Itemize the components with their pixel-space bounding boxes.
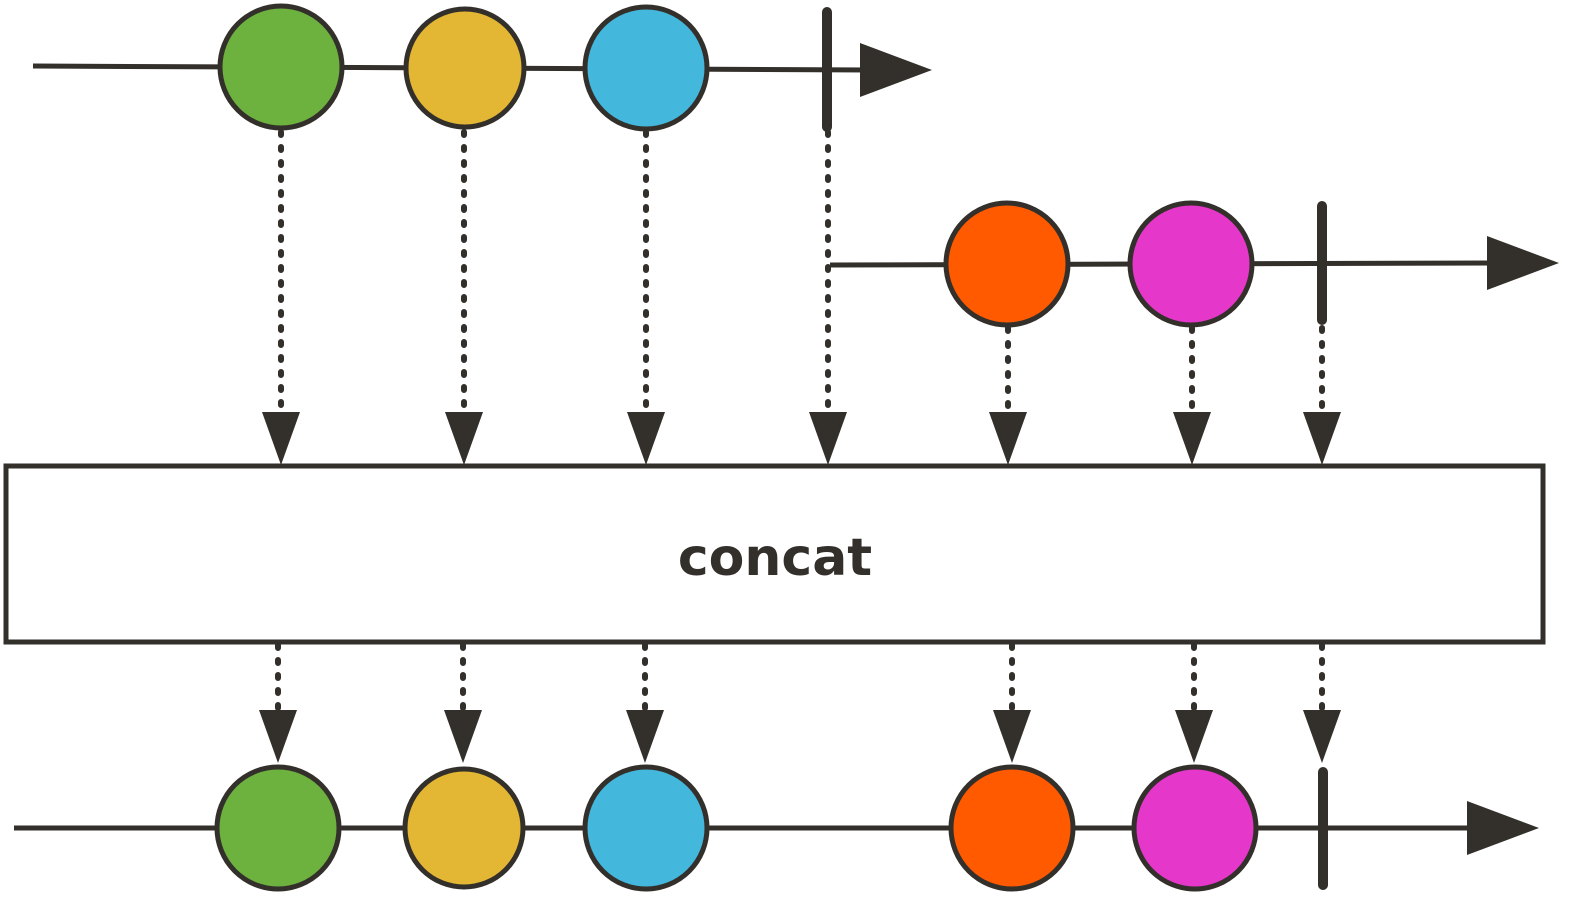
- output-arrow: [993, 642, 1031, 763]
- marble-magenta: [1131, 764, 1259, 892]
- input-arrow: [809, 129, 847, 465]
- first-source-stream: [32, 3, 932, 132]
- output-arrow: [1303, 642, 1341, 763]
- output-arrowhead: [1467, 801, 1539, 855]
- marble-orange: [943, 200, 1071, 328]
- first-source-arrowhead: [860, 43, 932, 97]
- marble-blue: [582, 764, 710, 892]
- output-arrow: [1175, 642, 1213, 763]
- marble-orange: [948, 764, 1076, 892]
- input-arrows: [262, 129, 1341, 465]
- operator-rect: [3, 463, 1546, 645]
- second-source-arrowhead: [1487, 236, 1559, 290]
- output-arrow: [259, 642, 297, 763]
- output-arrows: [259, 642, 1341, 763]
- marble-yellow: [403, 6, 527, 130]
- marble-green: [214, 764, 342, 892]
- output-stream: [14, 764, 1539, 892]
- input-arrow: [627, 129, 665, 465]
- input-arrow: [262, 129, 300, 465]
- input-arrow: [989, 325, 1027, 465]
- input-arrow: [1173, 325, 1211, 465]
- marble-magenta: [1127, 200, 1255, 328]
- marble-yellow: [402, 766, 526, 890]
- output-arrow: [626, 642, 664, 763]
- operator-label: concat: [678, 528, 872, 588]
- output-arrow: [444, 642, 482, 763]
- operator-box: concat: [3, 463, 1546, 645]
- input-arrow: [445, 129, 483, 465]
- marble-green: [217, 3, 345, 131]
- second-source-stream: [829, 200, 1559, 328]
- marble-blue: [582, 4, 710, 132]
- input-arrow: [1303, 325, 1341, 465]
